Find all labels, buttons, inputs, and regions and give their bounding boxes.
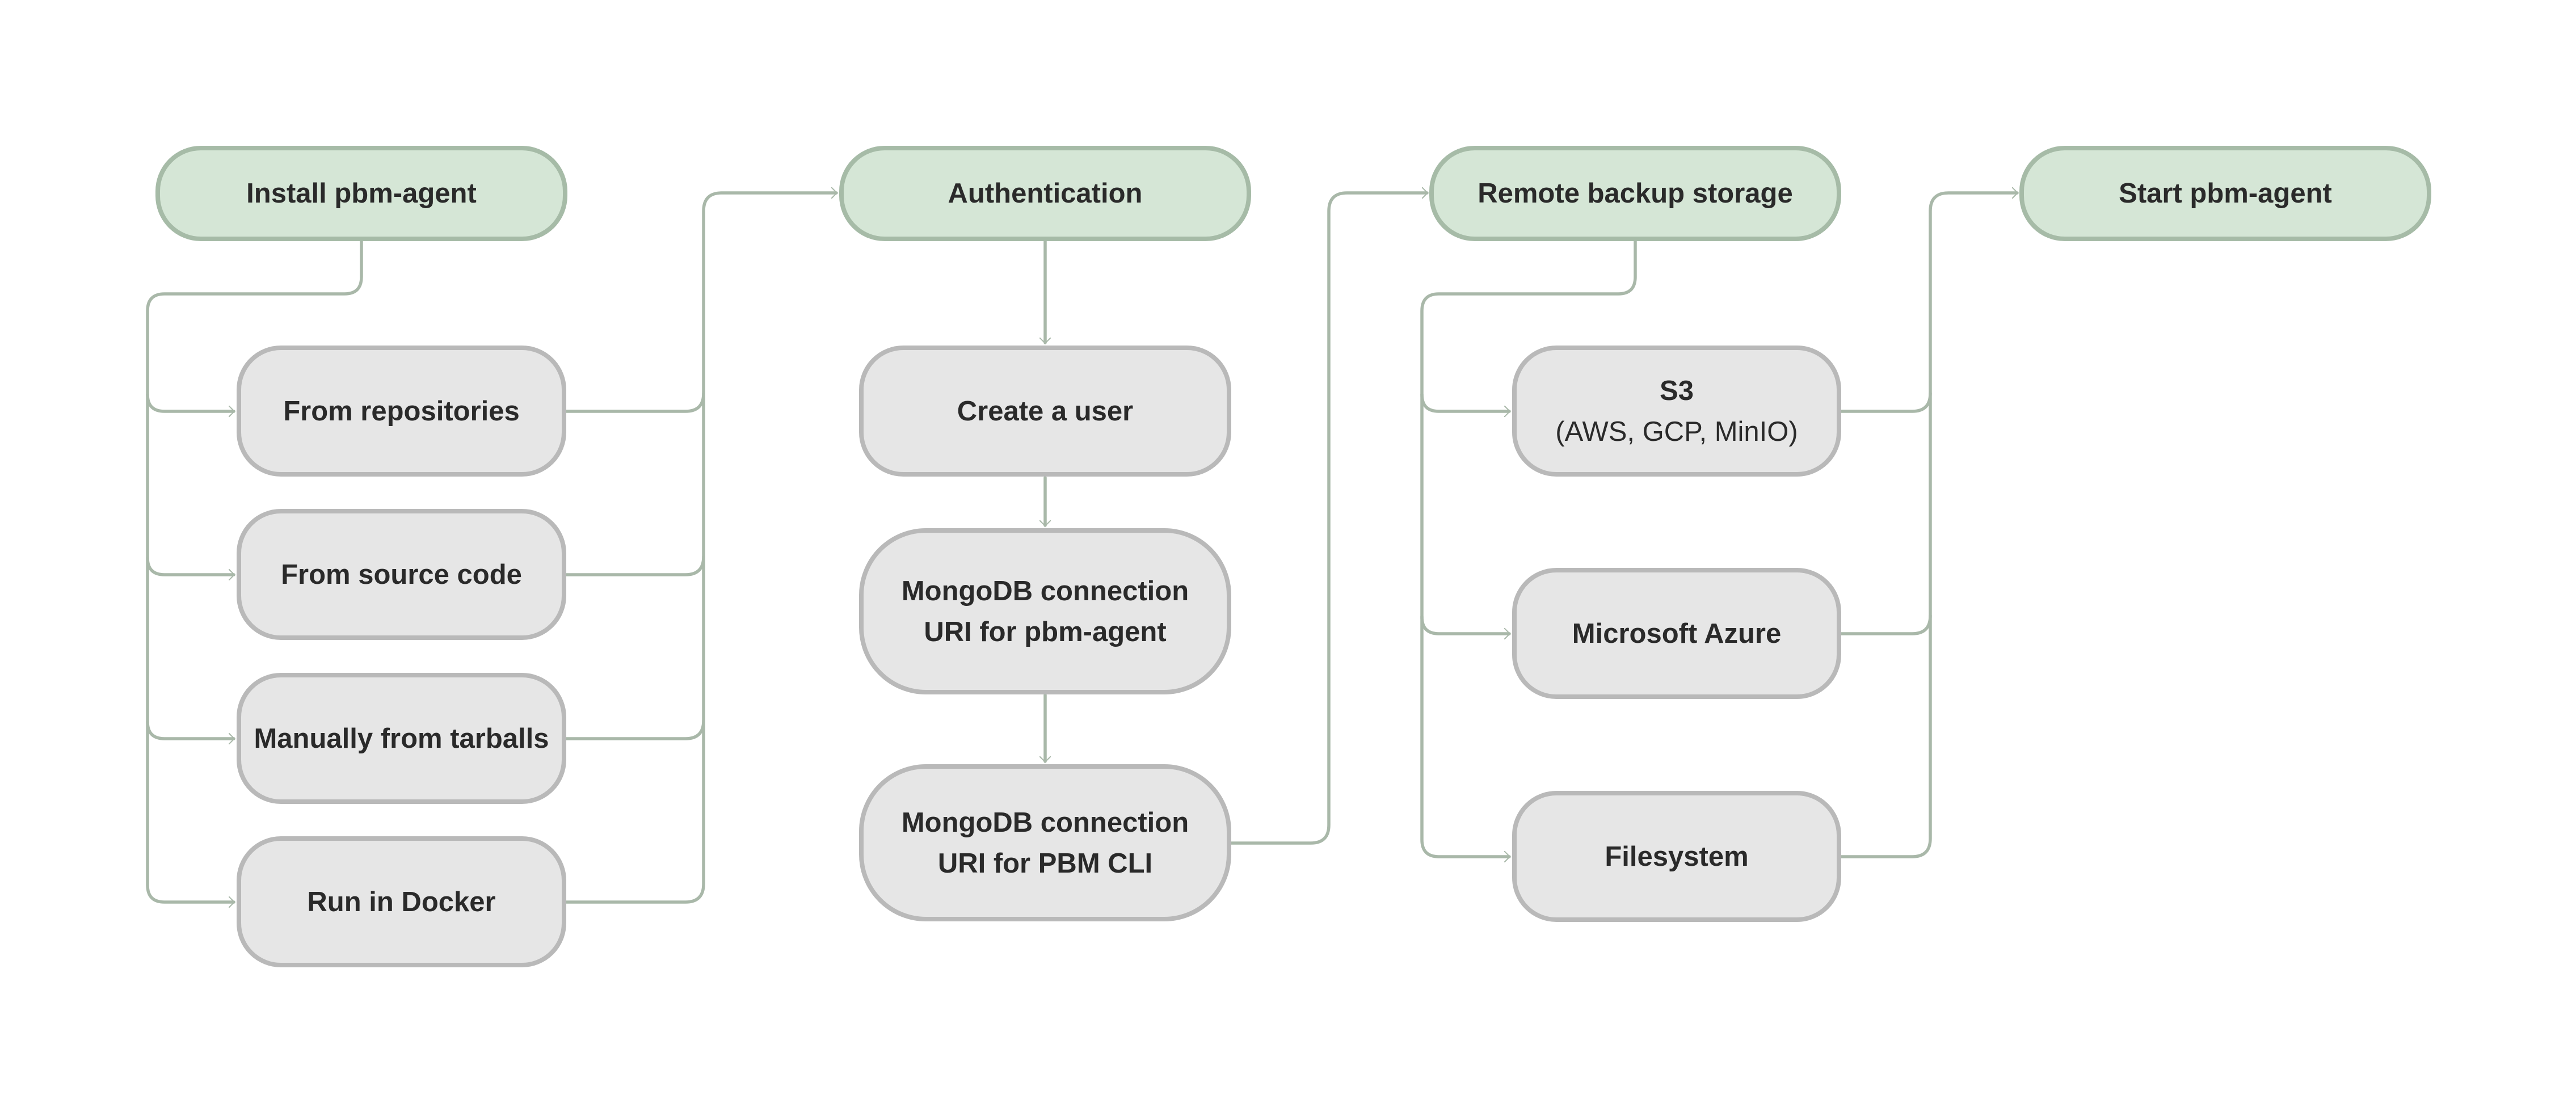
stage-start-label: Start pbm-agent: [2119, 178, 2332, 209]
option-from-source-code: From source code: [237, 509, 566, 640]
stage-install-label: Install pbm-agent: [246, 178, 477, 209]
stage-storage-label: Remote backup storage: [1478, 178, 1793, 209]
storage-microsoft-azure: Microsoft Azure: [1512, 568, 1841, 699]
step-cli-connection-uri: MongoDB connection URI for PBM CLI: [859, 764, 1231, 921]
stage-start-pbm-agent: Start pbm-agent: [2019, 146, 2431, 241]
connector-install-bus: [146, 239, 363, 902]
stage-authentication-label: Authentication: [948, 178, 1143, 209]
connector-source-merge: [565, 555, 705, 576]
storage-s3-title: S3: [1660, 375, 1694, 406]
storage-azure-label: Microsoft Azure: [1572, 618, 1782, 649]
step-cli-uri-line1: MongoDB connection: [901, 807, 1189, 838]
step-cli-uri-line2: URI for PBM CLI: [937, 848, 1153, 879]
storage-filesystem: Filesystem: [1512, 791, 1841, 922]
option-docker-label: Run in Docker: [307, 886, 496, 917]
option-manually-from-tarballs: Manually from tarballs: [237, 673, 566, 804]
connector-filesystem-to-start: [1840, 193, 2019, 858]
step-create-a-user: Create a user: [859, 346, 1231, 477]
option-run-in-docker: Run in Docker: [237, 836, 566, 967]
connector-docker-to-authentication: [565, 193, 838, 904]
option-tarballs-label: Manually from tarballs: [254, 723, 549, 754]
stage-remote-backup-storage: Remote backup storage: [1429, 146, 1841, 241]
connector-cli-uri-to-storage: [1228, 193, 1429, 845]
step-agent-uri-line2: URI for pbm-agent: [924, 616, 1167, 647]
storage-filesystem-label: Filesystem: [1605, 841, 1749, 872]
option-repositories-label: From repositories: [283, 395, 520, 427]
stage-authentication: Authentication: [839, 146, 1251, 241]
step-create-user-label: Create a user: [957, 395, 1134, 427]
step-agent-connection-uri: MongoDB connection URI for pbm-agent: [859, 528, 1231, 694]
storage-s3-subtitle: (AWS, GCP, MinIO): [1555, 416, 1798, 447]
connector-tarballs-merge: [565, 719, 705, 740]
connector-install-to-tarballs: [146, 720, 235, 739]
connector-install-to-repositories: [146, 393, 235, 411]
connector-azure-merge: [1840, 614, 1932, 635]
connector-s3-merge: [1840, 391, 1932, 413]
option-from-repositories: From repositories: [237, 346, 566, 477]
connector-repositories-merge: [565, 391, 705, 413]
stage-install-pbm-agent: Install pbm-agent: [155, 146, 567, 241]
connector-install-to-source: [146, 556, 235, 575]
step-agent-uri-line1: MongoDB connection: [901, 575, 1189, 606]
storage-s3: S3 (AWS, GCP, MinIO): [1512, 346, 1841, 477]
option-source-label: From source code: [281, 559, 522, 590]
connector-storage-bus: [1420, 239, 1637, 857]
connector-storage-to-azure: [1420, 615, 1511, 634]
connector-storage-to-s3: [1420, 393, 1511, 411]
